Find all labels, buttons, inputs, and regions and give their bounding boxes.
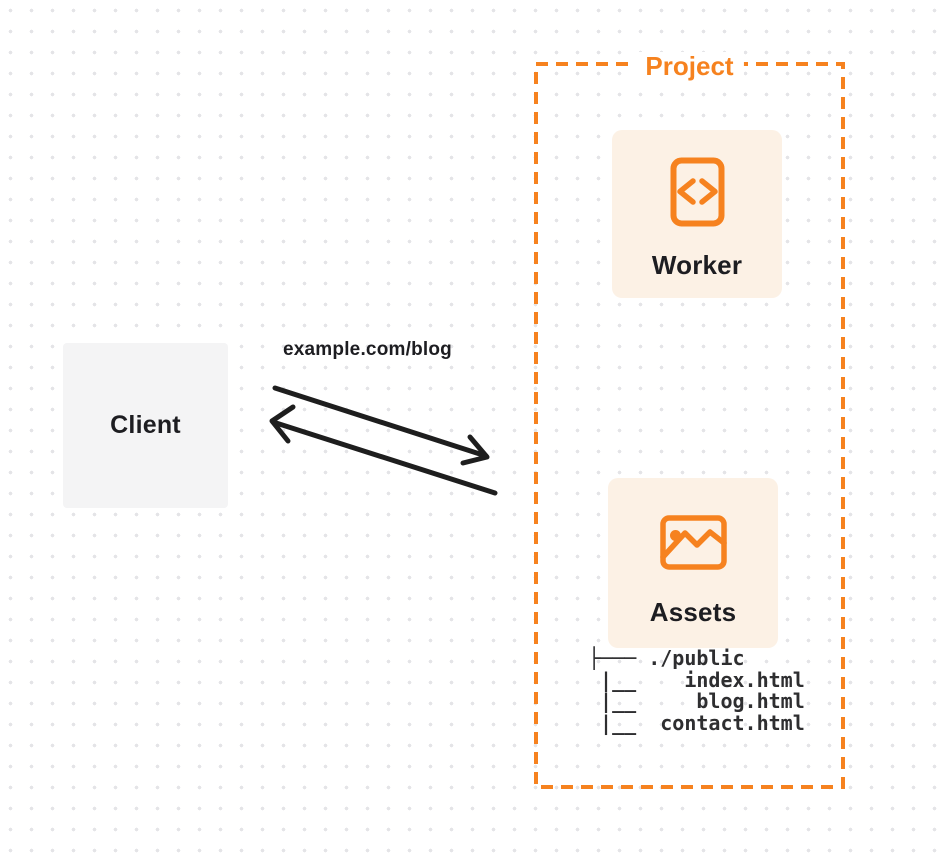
worker-card: Worker xyxy=(612,130,782,298)
assets-card: Assets xyxy=(608,478,778,648)
worker-label: Worker xyxy=(651,250,743,280)
code-icon xyxy=(670,157,724,227)
request-url-label: example.com/blog xyxy=(283,339,452,360)
client-box: Client xyxy=(63,343,228,508)
client-label: Client xyxy=(110,411,181,439)
request-arrow-line xyxy=(272,385,489,459)
request-arrowhead-icon xyxy=(460,434,490,466)
assets-label: Assets xyxy=(649,597,737,627)
image-icon xyxy=(659,515,727,570)
project-container: Project Worker Assets ├─── ./public |__ … xyxy=(534,52,845,789)
project-dashed-border xyxy=(534,62,845,789)
response-arrowhead-icon xyxy=(269,404,296,444)
response-arrow-line xyxy=(270,419,498,496)
assets-file-tree: ├─── ./public |__ index.html |__ blog.ht… xyxy=(588,646,805,735)
project-label: Project xyxy=(635,52,744,80)
